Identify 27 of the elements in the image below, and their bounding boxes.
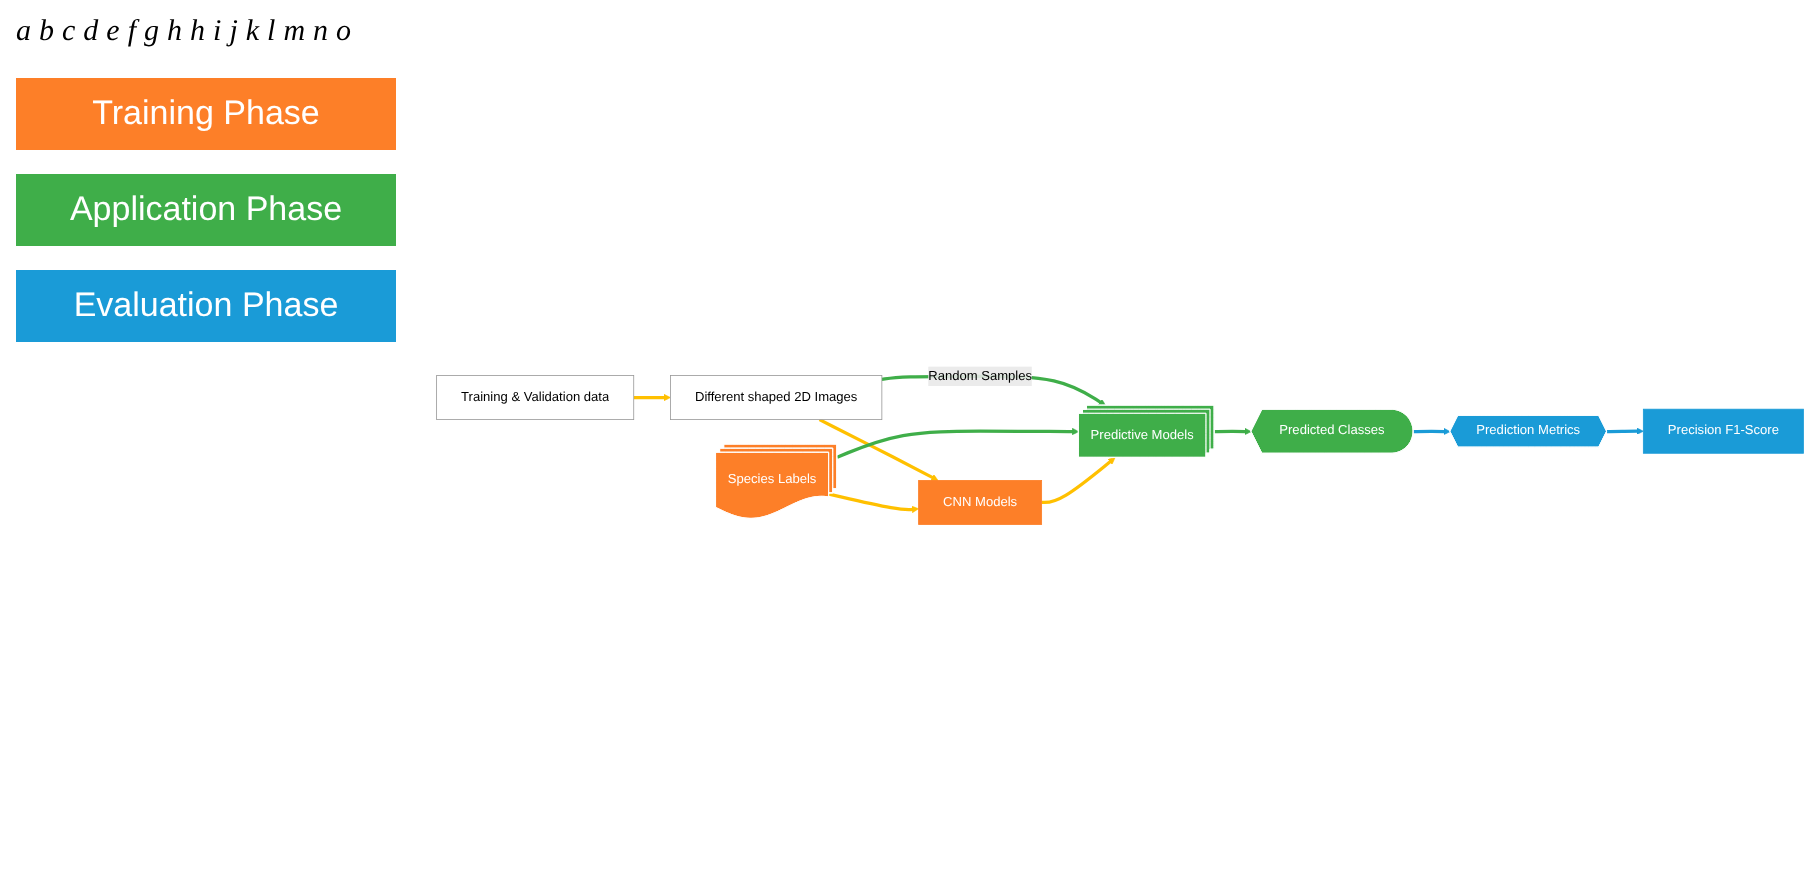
arrow [828,491,919,513]
axis-letter: j [229,16,238,50]
axis-letter: h [190,16,206,50]
axis-letter: c [62,16,76,50]
arrow [1214,427,1252,435]
axis-letter: d [83,16,99,50]
arrow [1041,456,1116,504]
legend-entry: Evaluation Phase [16,270,396,342]
axis-letter: h [167,16,183,50]
arrow [818,417,939,481]
legend-entry: Training Phase [16,78,396,150]
axis-letter: k [245,16,260,50]
axis-letter: i [213,16,222,50]
arrow [633,393,671,401]
axis-letter: g [144,16,160,50]
axis-letter: a [16,16,31,50]
axis-letter: l [267,16,276,50]
axis-letter: e [106,16,120,50]
axis-letter: m [283,16,306,50]
axis-letter: o [336,16,352,50]
axis-letter: f [127,16,137,50]
arrow [1413,427,1451,435]
axis-letter: n [313,16,329,50]
arrow [836,427,1080,459]
arrow [1606,427,1644,435]
axis-letter: b [39,16,54,50]
legend-entry: Application Phase [16,174,396,246]
